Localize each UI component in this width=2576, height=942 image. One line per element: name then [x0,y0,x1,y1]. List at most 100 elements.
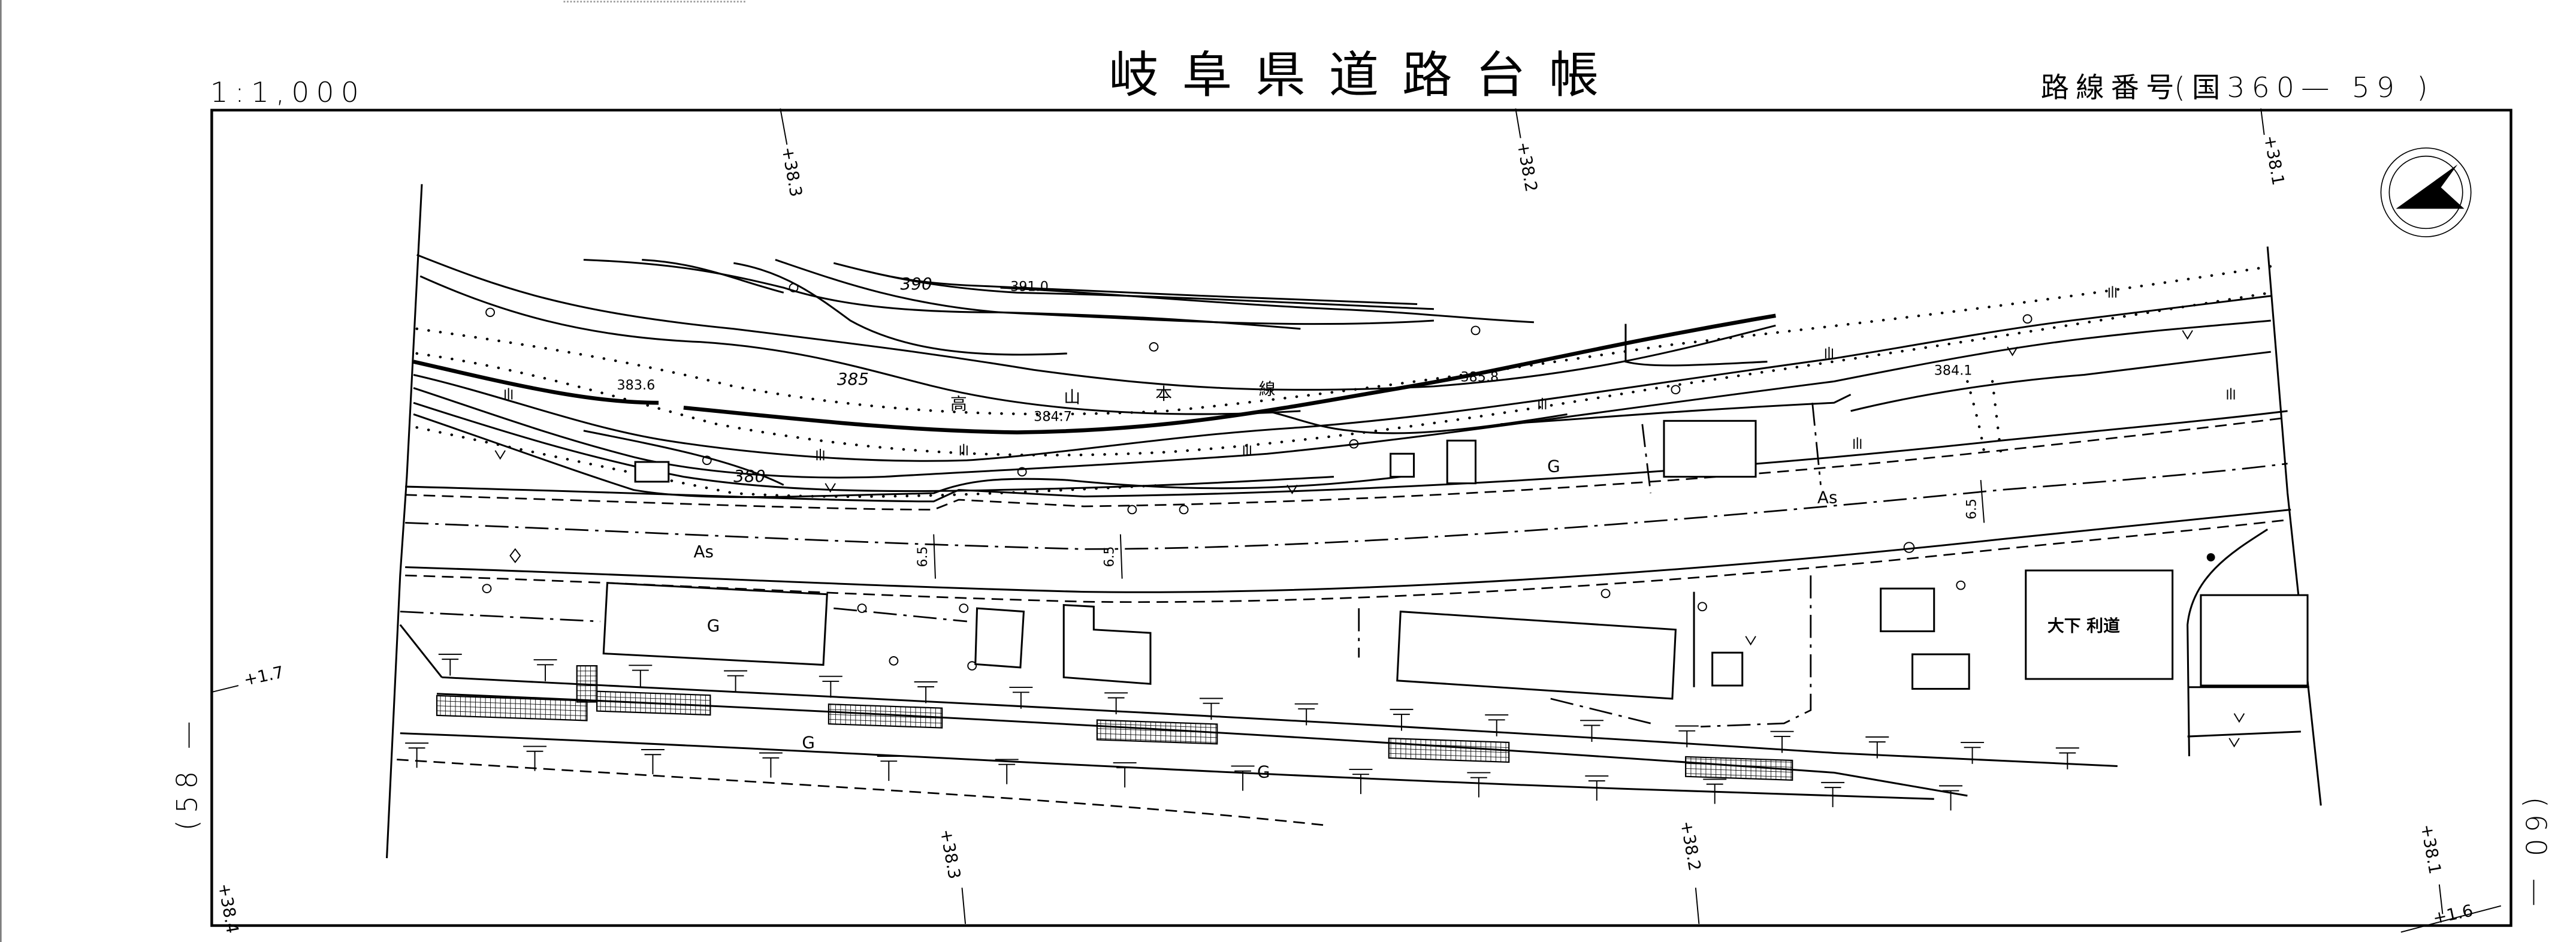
prev-sheet-label: (58 — [171,714,204,831]
slope-symbol [1390,708,1414,731]
railway-char-2: 山 [1064,387,1080,407]
route-number: (国360— 59 ) [2174,71,2434,104]
field-symbol [2182,330,2193,340]
ground-label-south-3: G [1257,762,1270,782]
spot-height-385-8: 385.8 [1460,370,1499,385]
grass-symbol [959,443,968,455]
chainage-bottom-2: +38.3 [936,828,965,880]
railway-char-1: 高 [950,394,967,413]
contour-390: 390 [901,274,932,294]
contour-380: 380 [733,466,765,486]
slope-symbol [724,670,748,693]
grass-symbol [1538,397,1547,410]
road-surface-as-1: As [694,542,714,561]
slope-symbol [1675,725,1699,748]
slope-symbol [1231,765,1255,791]
grass-symbol [2108,286,2116,298]
spot-height-384-1: 384.1 [1934,363,1973,379]
main-road: As As 6.5 6.5 6.5 [405,410,2291,603]
elevation-labels: 390 391.0 385 380 383.6 384.7 385.8 384.… [617,274,1973,486]
contour-lines [413,253,2271,499]
field-symbol [1287,484,1298,494]
slope-symbol [1580,720,1603,742]
field-symbol [2007,346,2018,357]
slope-symbol [1703,778,1727,804]
slope-symbol [1961,742,1985,764]
slope-symbol [1009,687,1033,709]
railway-char-4: 線 [1259,379,1276,399]
slope-symbol [629,665,653,687]
slope-symbol [533,659,557,681]
survey-boundary-right [2266,246,2322,806]
grass-symbol [2227,388,2235,400]
slope-symbol [438,653,462,676]
grass-symbol [1243,443,1251,455]
owner-name: 大下 利道 [2047,616,2120,636]
slope-symbol [523,745,547,771]
grass-symbol [1825,346,1833,359]
grass-symbol [505,388,513,400]
next-sheet-label: (60 — [2518,797,2551,913]
field-symbol [2228,738,2240,748]
field-symbol [1745,636,1756,646]
chainage-top-3: +38.1 [2260,134,2289,186]
route-label: 路線番号 [2041,71,2181,104]
road-width-3: 6.5 [1964,499,1979,520]
slope-symbol [1939,785,1963,811]
field-symbol [825,483,836,493]
offset-left: +1.7 [242,662,286,690]
hatched-wall-4 [1096,719,1218,745]
chainage-top-2: +38.2 [1513,140,1542,193]
sheet-title: 岐阜県道路台帳 [1109,46,1622,104]
hatched-wall-5 [1388,737,1510,763]
railway-char-3: 本 [1155,384,1172,404]
scale-label: 1:1,000 [210,76,366,109]
road-width-2: 6.5 [1102,547,1118,567]
north-arrow-icon [2380,147,2472,237]
hatched-wall-3 [828,704,943,729]
utility-poles [482,283,2215,671]
ground-label-north: G [1547,457,1560,476]
slope-symbol [1104,692,1128,714]
field-symbol [2233,713,2245,723]
slope-symbol [1585,775,1609,801]
slope-symbol [995,759,1019,784]
survey-boundary-left [386,184,423,859]
slope-symbol [1770,730,1794,753]
spot-height-384-7: 384.7 [1034,409,1072,424]
south-lots: G 大下 利道 [400,529,2309,757]
field-symbol [494,450,506,460]
chainage-bottom-4: +38.1 [2417,823,2445,875]
slope-symbol [405,742,429,768]
railway-label: 高 山 本 線 [950,379,1276,413]
slope-symbol [1485,714,1509,736]
ground-label-south-2: G [802,732,815,752]
chainage-top-1: +38.3 [778,145,807,198]
slope-symbol [1821,781,1845,808]
slope-symbol [1467,772,1491,798]
slope-symbol [819,675,842,698]
embankment: G G [397,624,2118,826]
north-lots: G [634,394,1852,494]
ground-label-south-1: G [707,616,720,636]
contour-391: 391.0 [1010,279,1049,295]
spot-height-383-6: 383.6 [617,378,656,393]
contour-385: 385 [837,369,869,389]
map-frame [210,108,2512,927]
chainage-markers-top: +38.3 +38.2 +38.1 [778,108,2288,198]
hatched-wall-1 [436,695,588,721]
slope-symbol [1199,698,1223,720]
slope-symbol [914,681,938,704]
slope-symbol [2055,747,2079,769]
slope-symbol [1113,762,1137,788]
slope-symbol [759,752,783,778]
slope-symbols [405,653,2079,811]
slope-symbol [1865,736,1889,759]
road-surface-as-2: As [1817,488,1838,508]
slope-symbol [1294,703,1318,726]
slope-symbol [877,756,901,781]
slope-symbol [641,749,665,775]
hatched-wall-2 [596,690,711,716]
chainage-bottom-3: +38.2 [1677,819,1705,872]
